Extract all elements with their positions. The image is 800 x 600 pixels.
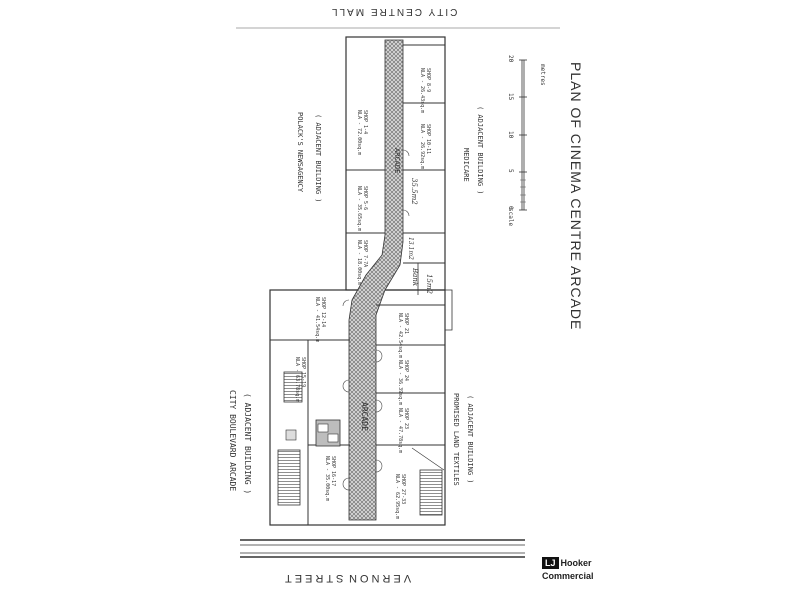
handwritten-note-2: 13.1m2 [407,237,414,260]
adjacent-promised-sub: ( ADJACENT BUILDING ) [466,395,474,484]
logo-name: Hooker [560,558,592,568]
stairs-upper [283,371,303,403]
logo-sub: Commercial [542,571,594,581]
plan-title: PLAN OF CINEMA CENTRE ARCADE [568,62,584,331]
adjacent-medicare-sub: ( ADJACENT BUILDING ) [476,106,484,195]
arcade-label-upper: ARCADE [393,148,401,174]
handwritten-note-4: 15m2 [425,274,433,294]
arcade-corridor [348,39,404,521]
adjacent-polacks-name: POLACK'S NEWSAGENCY [296,112,304,193]
stairs-right [419,469,443,516]
handwritten-note-1: 35.5m2 [410,178,418,205]
door-swings [342,149,410,491]
scale-tick-10: 10 [507,131,514,139]
bottom-street-label-right: VERNON [346,572,412,584]
scale-tick-0: 0 [507,206,514,210]
adjacent-polacks-sub: ( ADJACENT BUILDING ) [314,114,322,203]
bottom-street-label-left: STREET [282,572,344,584]
scale-tick-5: 5 [507,169,514,173]
scale-bar [519,59,527,211]
adjacent-promised-name: PROMISED LAND TEXTILES [452,393,460,486]
scale-tick-15: 15 [507,93,514,101]
adjacent-medicare-name: MEDICARE [462,148,470,182]
adjacent-boulevard-sub: ( ADJACENT BUILDING ) [243,393,252,495]
handwritten-note-3: Bank [411,268,419,287]
logo-mark: LJ [542,557,559,569]
top-street-label: CITY CENTRE MALL [330,6,458,17]
adjacent-boulevard-name: CITY BOULEVARD ARCADE [228,390,237,492]
arcade-label-lower: ARCADE [360,402,369,431]
scale-caption: scale [507,208,514,227]
lift-box [285,429,297,441]
stairs-lower [277,449,301,506]
scale-tick-20: 20 [507,55,514,63]
scale-unit-label: metres [539,64,546,86]
